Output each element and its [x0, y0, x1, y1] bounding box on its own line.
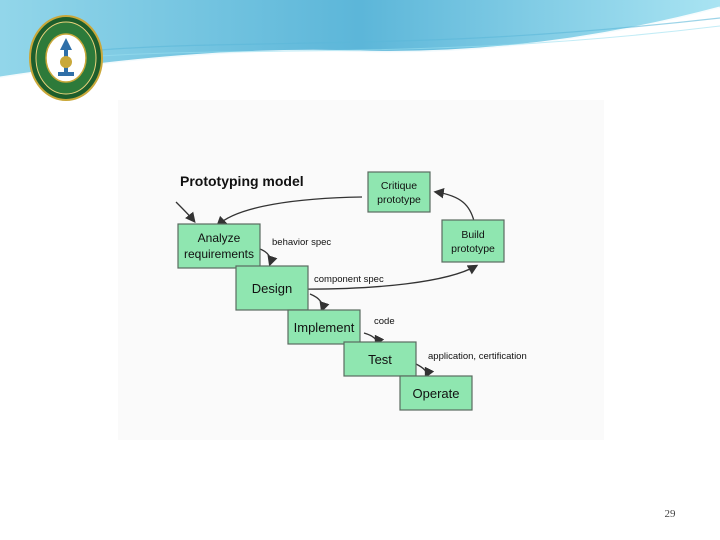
prototyping-model-diagram: Prototyping model Analyze requirements D… [175, 171, 527, 411]
label-code: code [374, 316, 395, 327]
stage-test: Test [343, 341, 417, 377]
stage-label: requirements [184, 247, 254, 261]
arrow-analyze-to-design [259, 248, 278, 267]
stage-label: Design [252, 281, 292, 296]
stage-label: prototype [377, 194, 421, 206]
stage-label: Operate [413, 386, 460, 401]
university-seal-logo [29, 15, 103, 101]
stage-implement: Implement [287, 309, 361, 345]
label-application-certification: application, certification [428, 351, 527, 362]
stage-label: Test [368, 352, 392, 367]
arrow-design-to-implement [309, 293, 330, 313]
stage-design: Design [235, 265, 309, 311]
stage-operate: Operate [399, 375, 473, 411]
arrow-test-to-operate [415, 363, 435, 379]
arrow-design-to-build [293, 264, 479, 290]
stage-label: Build [461, 229, 485, 241]
diagram-figure: Prototyping model Analyze requirements D… [118, 100, 604, 440]
stage-label: Analyze [198, 231, 241, 245]
diagram-title: Prototyping model [180, 173, 304, 189]
label-component-spec: component spec [314, 274, 384, 285]
header-swoosh [0, 0, 720, 80]
stage-label: Critique [381, 180, 417, 192]
stage-analyze-requirements: Analyze requirements [177, 223, 261, 269]
arrow-entry-to-analyze [175, 201, 196, 224]
stage-build-prototype: Build prototype [441, 219, 505, 263]
stage-critique-prototype: Critique prototype [367, 171, 431, 213]
stage-label: prototype [451, 243, 495, 255]
stage-label: Implement [294, 320, 355, 335]
arrow-critique-to-analyze [216, 196, 363, 227]
label-behavior-spec: behavior spec [272, 237, 331, 248]
arrow-build-to-critique [433, 188, 475, 222]
page-number: 29 [664, 508, 676, 520]
